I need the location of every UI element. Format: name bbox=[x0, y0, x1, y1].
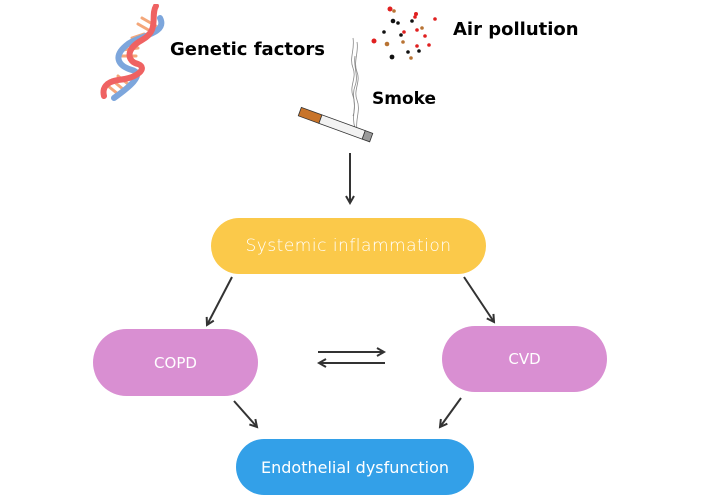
node-systemic-inflammation: Systemic inflammation bbox=[211, 218, 486, 274]
arrow-inflammation-to-cvd bbox=[463, 276, 494, 322]
air-pollution-label: Air pollution bbox=[453, 19, 579, 40]
genetic-factors-label: Genetic factors bbox=[170, 39, 325, 60]
node-cvd: CVD bbox=[442, 326, 607, 392]
smoke-label: Smoke bbox=[372, 89, 437, 109]
node-systemic-inflammation-label: Systemic inflammation bbox=[245, 236, 452, 256]
dna-icon bbox=[100, 4, 165, 101]
node-endothelial-dysfunction: Endothelial dysfunction bbox=[236, 439, 474, 495]
arrow-cvd-to-endothelial bbox=[440, 397, 462, 427]
node-copd: COPD bbox=[93, 329, 258, 396]
node-endothelial-dysfunction-label: Endothelial dysfunction bbox=[261, 457, 449, 477]
pollution-particles-icon bbox=[371, 6, 437, 60]
arrow-inflammation-to-copd bbox=[207, 276, 233, 325]
cigarette-icon bbox=[297, 37, 374, 143]
node-cvd-label: CVD bbox=[508, 350, 541, 368]
node-copd-label: COPD bbox=[154, 353, 197, 372]
arrow-copd-to-endothelial bbox=[233, 400, 257, 427]
